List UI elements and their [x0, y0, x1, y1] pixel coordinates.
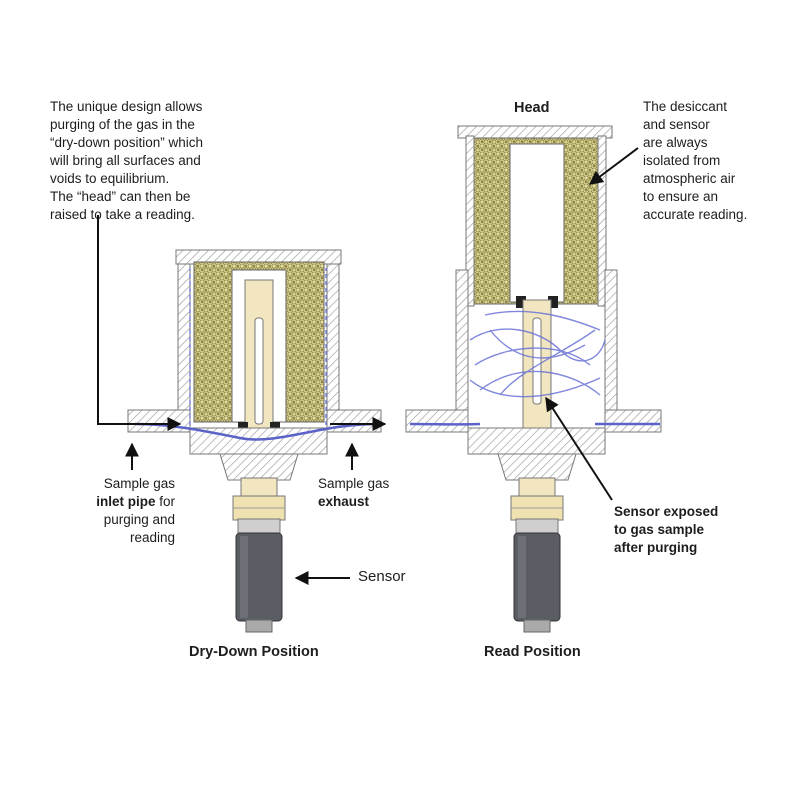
sensor-exposed-label: Sensor exposed to gas sample after purgi…	[614, 503, 718, 557]
desiccant-note-line: isolated from	[643, 153, 721, 168]
read-probe-slot	[532, 317, 542, 405]
sensor-collar	[237, 518, 281, 534]
sensor-exposed-line: after purging	[614, 540, 698, 555]
intro-arrow	[97, 215, 182, 431]
base-taper	[219, 453, 299, 481]
head-label: Head	[514, 100, 550, 116]
inlet-label: Sample gas inlet pipe for purging and re…	[60, 475, 175, 547]
sensor-tip	[245, 619, 273, 633]
desiccant-arrow	[588, 147, 639, 185]
desiccant-note-line: accurate reading.	[643, 207, 748, 222]
callout-arrows	[97, 147, 639, 585]
desiccant-note-line: and sensor	[643, 117, 710, 132]
desiccant-note-line: The desiccant	[643, 99, 728, 114]
desiccant-note-line: to ensure an	[643, 189, 719, 204]
exhaust-pipe	[326, 409, 382, 433]
intro-line: raised to take a reading.	[50, 207, 195, 222]
dry-down-assembly	[127, 249, 382, 633]
intro-line: “dry-down position” which	[50, 135, 204, 150]
seal-right	[270, 422, 280, 432]
caption-read: Read Position	[484, 644, 581, 660]
intro-text: The unique design allows purging of the …	[50, 98, 203, 224]
inlet-bold: inlet pipe	[96, 494, 156, 509]
lower-housing-right	[604, 269, 618, 413]
read-assembly	[405, 125, 662, 633]
intro-line: will bring all surfaces and	[50, 153, 201, 168]
stem	[240, 477, 278, 499]
inlet-rest: for	[155, 494, 175, 509]
intro-line: The unique design allows	[50, 99, 203, 114]
lower-housing-left	[455, 269, 469, 413]
inlet-line: purging and	[103, 512, 175, 527]
inlet-line: inlet pipe for	[60, 493, 175, 511]
gas-flow-path-2	[189, 268, 327, 425]
sensor-exposed-line: Sensor exposed	[614, 504, 719, 519]
intro-line: purging of the gas in the	[50, 117, 195, 132]
sensor-label: Sensor	[358, 568, 406, 585]
caption-dry-down: Dry-Down Position	[189, 644, 319, 660]
inlet-line: Sample gas	[103, 476, 175, 491]
head-cavity	[509, 143, 565, 303]
seal-left	[238, 422, 248, 432]
gas-swirl	[469, 310, 606, 398]
inlet-line: reading	[129, 530, 175, 545]
exhaust-bold: exhaust	[318, 494, 370, 509]
exhaust-line: exhaust	[318, 493, 389, 511]
probe-slot	[254, 317, 264, 425]
exhaust-label: Sample gas exhaust	[318, 475, 389, 511]
sensor-exposed-line: to gas sample	[614, 522, 705, 537]
exhaust-line: Sample gas	[318, 476, 390, 491]
housing-left-wall	[177, 261, 191, 413]
desiccant-note: The desiccant and sensor are always isol…	[643, 98, 747, 224]
desiccant-note-line: are always	[643, 135, 708, 150]
housing-right-wall	[326, 261, 340, 413]
inlet-pipe	[127, 409, 191, 433]
intro-line: voids to equilibrium.	[50, 171, 170, 186]
intro-line: The “head” can then be	[50, 189, 191, 204]
desiccant-note-line: atmospheric air	[643, 171, 736, 186]
sensor-exposed-arrow	[545, 396, 613, 501]
head-cap	[457, 125, 613, 139]
